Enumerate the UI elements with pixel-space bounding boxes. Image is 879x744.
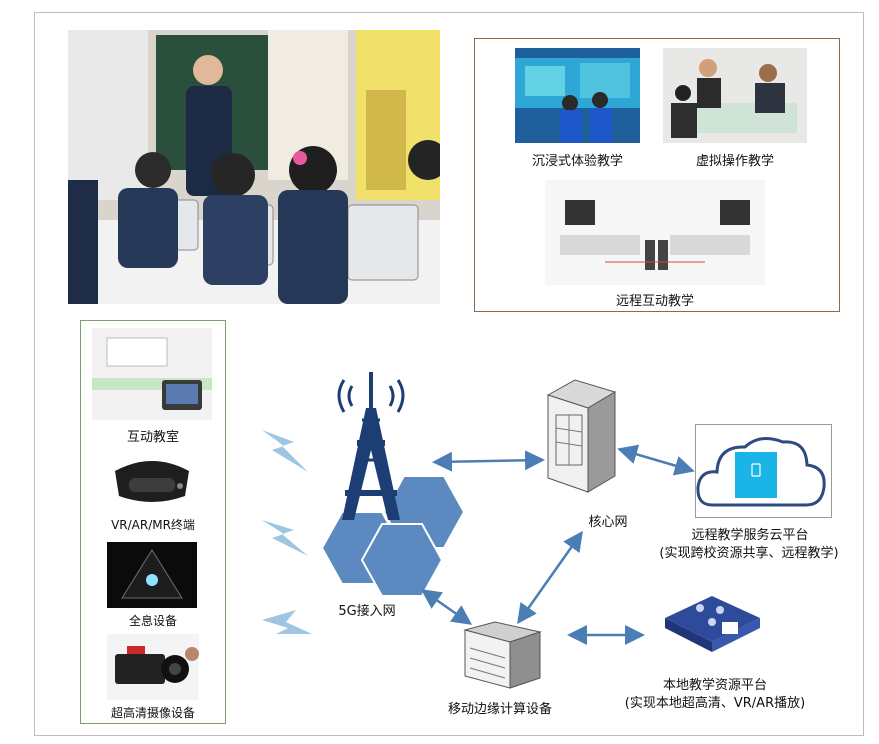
device-label-hologram: 全息设备 (128, 614, 177, 628)
immersive-teaching-label: 沉浸式体验教学 (531, 154, 623, 169)
device-label-vr-terminal: VR/AR/MR终端 (111, 518, 195, 532)
virtual-operation-label: 虚拟操作教学 (695, 154, 774, 169)
classroom-photo (68, 30, 440, 304)
interactive-classroom-photo (92, 328, 212, 420)
edge-computing-label: 移动边缘计算设备 (447, 702, 552, 717)
hologram-device-photo (107, 542, 197, 608)
immersive-teaching-photo (515, 48, 640, 143)
cloud-platform-box (695, 424, 832, 518)
device-label-uhd-camera: 超高清摄像设备 (110, 706, 195, 720)
virtual-operation-photo (663, 48, 807, 143)
terminal-devices-panel (80, 320, 226, 724)
remote-interactive-label: 远程互动教学 (615, 294, 694, 309)
diagram-frame (34, 12, 864, 736)
core-network-label: 核心网 (588, 515, 628, 530)
local-platform-title: 本地教学资源平台 (662, 678, 767, 693)
access-network-label: 5G接入网 (338, 604, 396, 619)
cloud-platform-title: 远程教学服务云平台 (691, 528, 809, 543)
local-platform-subtitle: (实现本地超高清、VR/AR播放) (624, 696, 806, 711)
uhd-camera-photo (107, 634, 199, 700)
remote-interactive-photo (545, 180, 765, 285)
vr-headset-photo (105, 446, 199, 516)
device-label-interactive-classroom: 互动教室 (126, 430, 179, 445)
cloud-platform-subtitle: (实现跨校资源共享、远程教学) (659, 546, 839, 561)
teaching-modes-panel (474, 38, 840, 312)
